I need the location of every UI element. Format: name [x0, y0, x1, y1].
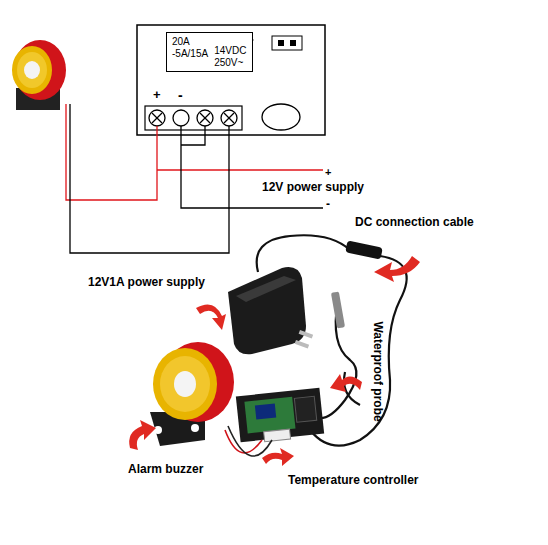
- probe-tip: [331, 292, 345, 329]
- polarity-sign: +: [325, 166, 331, 178]
- relay-box: 20A -5A/15A 14VDC 250V~: [166, 32, 253, 72]
- buzzer-small: [12, 40, 66, 110]
- power-adapter: [228, 267, 313, 354]
- supply-label: 12V power supply: [262, 181, 364, 194]
- relay-rating: 14VDC 250V~: [214, 45, 246, 68]
- terminal-sign: -: [178, 88, 183, 103]
- callout-label: DC connection cable: [355, 216, 474, 229]
- dc-connector: [345, 240, 383, 259]
- callout-label: 12V1A power supply: [88, 276, 205, 289]
- terminal-sign: +: [153, 88, 161, 102]
- terminal-block: [145, 106, 242, 130]
- temperature-controller-module: [236, 388, 324, 443]
- callout-label: Temperature controller: [288, 474, 418, 487]
- polarity-sign: -: [326, 198, 330, 211]
- relay-rating: 20A -5A/15A: [172, 36, 208, 68]
- callout-label: Waterproof probe: [370, 322, 383, 422]
- callout-label: Alarm buzzer: [128, 463, 203, 476]
- controller-board: [137, 25, 325, 135]
- buzzer-large: [150, 342, 234, 446]
